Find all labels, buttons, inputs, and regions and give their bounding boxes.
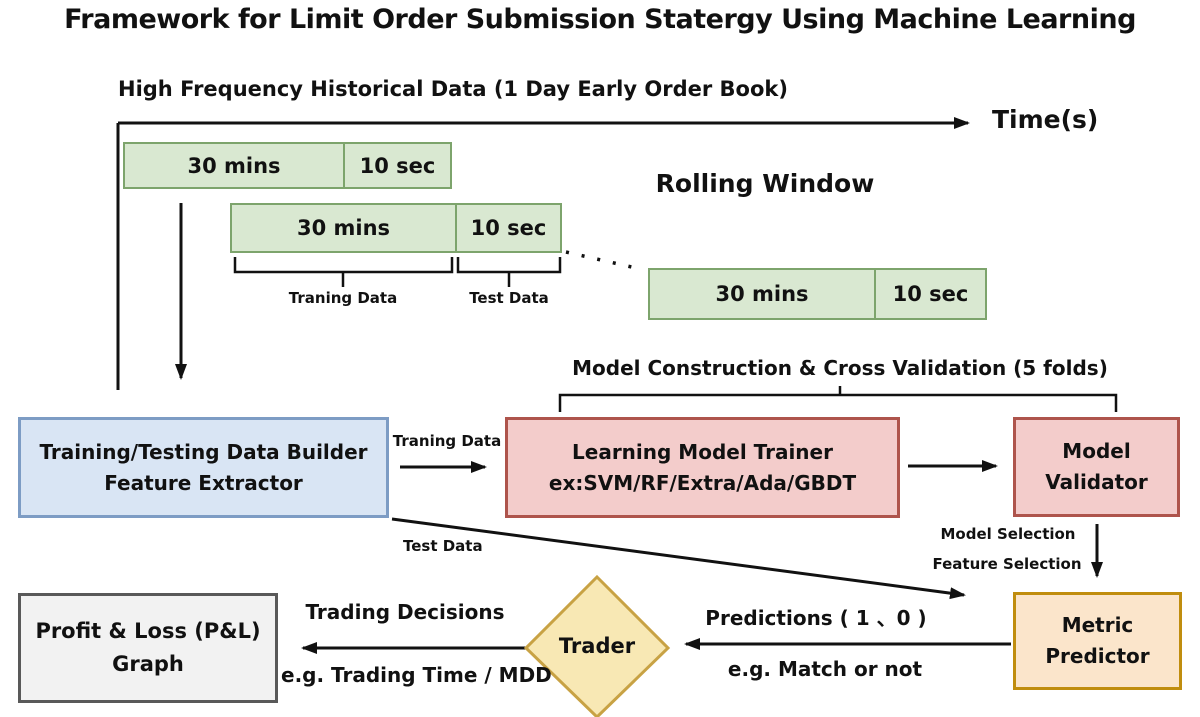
model-selection-label: Model Selection [940,525,1076,543]
model-validator-line2: Validator [1045,470,1148,494]
diagram-title: Framework for Limit Order Submission Sta… [64,4,1136,35]
trading-decisions-label: Trading Decisions [305,600,505,624]
test-data-edge-label: Test Data [403,537,483,555]
rolling-dots [565,250,637,270]
model-validator-box: Model Validator [1013,417,1180,517]
cross-validation-label: Model Construction & Cross Validation (5… [572,356,1108,380]
match-or-not-label: e.g. Match or not [727,657,923,681]
train-window: 30 mins [125,144,345,187]
trader-diamond [523,574,671,717]
data-builder-box: Training/Testing Data Builder Feature Ex… [18,417,389,518]
test-data-arrow [391,517,966,600]
training-data-brace-label: Traning Data [288,289,398,307]
trading-time-mdd-label: e.g. Trading Time / MDD [281,663,552,687]
trader-label: Trader [558,634,636,658]
pnl-line2: Graph [112,652,184,676]
rolling-window-label: Rolling Window [655,169,875,198]
predictions-edge-label: Predictions ( 1 、0 ) [705,606,927,630]
cross-validation-brace [558,393,1118,412]
window-pair-2: 30 mins 10 sec [230,203,562,253]
model-validator-line1: Model [1062,439,1131,463]
model-trainer-box: Learning Model Trainer ex:SVM/RF/Extra/A… [505,417,900,518]
test-window: 10 sec [470,216,547,240]
metric-predictor-box: Metric Predictor [1013,592,1182,690]
historical-data-label: High Frequency Historical Data (1 Day Ea… [118,77,788,101]
time-axis-label: Time(s) [992,105,1099,134]
metric-predictor-line2: Predictor [1045,644,1150,668]
train-window: 30 mins [650,270,876,318]
pnl-line1: Profit & Loss (P&L) [35,619,261,644]
test-window: 10 sec [359,153,436,178]
feature-selection-label: Feature Selection [932,555,1082,573]
model-trainer-line1: Learning Model Trainer [572,439,833,464]
test-brace [456,257,562,274]
train-window: 30 mins [232,205,457,251]
data-builder-line2: Feature Extractor [104,470,303,495]
data-builder-line1: Training/Testing Data Builder [39,439,368,464]
traning-data-edge-label: Traning Data [392,432,502,450]
metric-predictor-line1: Metric [1061,613,1134,637]
pnl-graph-box: Profit & Loss (P&L) Graph [18,593,278,703]
test-data-brace-label: Test Data [469,289,549,307]
training-brace [233,257,454,274]
window-pair-1: 30 mins 10 sec [123,142,452,189]
window-pair-3: 30 mins 10 sec [648,268,987,320]
model-trainer-line2: ex:SVM/RF/Extra/Ada/GBDT [548,470,857,495]
test-window: 10 sec [892,282,969,306]
